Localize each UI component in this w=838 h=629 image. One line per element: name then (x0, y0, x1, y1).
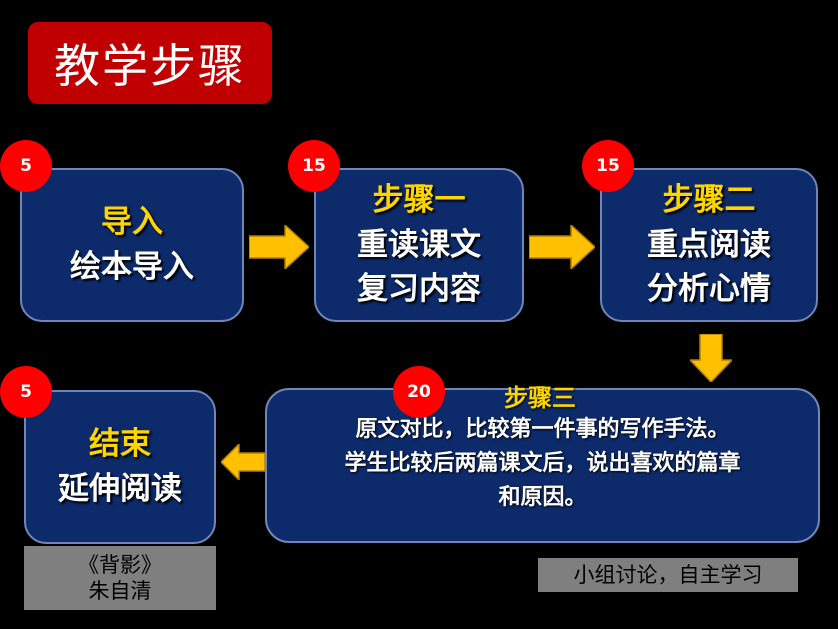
step-intro-time-badge: 5 (0, 140, 52, 192)
page-title: 教学步骤 (28, 22, 272, 104)
step-intro-text: 绘本导入 (70, 249, 194, 285)
arrow-right-icon (249, 225, 309, 269)
step-one-time-badge: 15 (288, 140, 340, 192)
step-end-time-badge: 5 (0, 366, 52, 418)
step-three-box: 原文对比，比较第一件事的写作手法。 学生比较后两篇课文后，说出喜欢的篇章 和原因… (265, 388, 820, 543)
step-three-line-1: 原文对比，比较第一件事的写作手法。 (355, 416, 730, 442)
step-one-heading: 步骤一 (372, 181, 466, 218)
step-end-heading: 结束 (89, 426, 151, 463)
step-two-line-1: 重点阅读 (647, 226, 771, 263)
step-two-box: 步骤二 重点阅读 分析心情 (600, 168, 818, 322)
step-three-heading: 步骤三 (504, 383, 576, 412)
book-author: 朱自清 (88, 579, 152, 603)
arrow-right-icon (529, 225, 595, 269)
book-title: 《背影》 (78, 552, 162, 577)
step-end-text: 延伸阅读 (58, 471, 182, 507)
step-one-line-2: 复习内容 (357, 271, 481, 308)
step-three-line-2: 学生比较后两篇课文后，说出喜欢的篇章 (344, 450, 741, 477)
arrow-down-icon (690, 334, 732, 382)
step-intro-heading: 导入 (101, 204, 163, 241)
step-one-line-1: 重读课文 (357, 226, 481, 263)
step-intro-box: 导入 绘本导入 (20, 168, 244, 322)
step-two-time-badge: 15 (582, 140, 634, 192)
step-three-line-3: 和原因。 (498, 484, 587, 511)
step-one-box: 步骤一 重读课文 复习内容 (314, 168, 524, 322)
method-text: 小组讨论，自主学习 (573, 562, 763, 587)
reading-note: 《背影》 朱自清 (24, 546, 216, 610)
step-two-heading: 步骤二 (662, 181, 756, 218)
method-note: 小组讨论，自主学习 (538, 558, 798, 592)
step-three-time-badge: 20 (393, 366, 445, 418)
arrow-left-icon (221, 444, 265, 480)
step-two-line-2: 分析心情 (647, 271, 771, 308)
step-end-box: 结束 延伸阅读 (24, 390, 216, 544)
